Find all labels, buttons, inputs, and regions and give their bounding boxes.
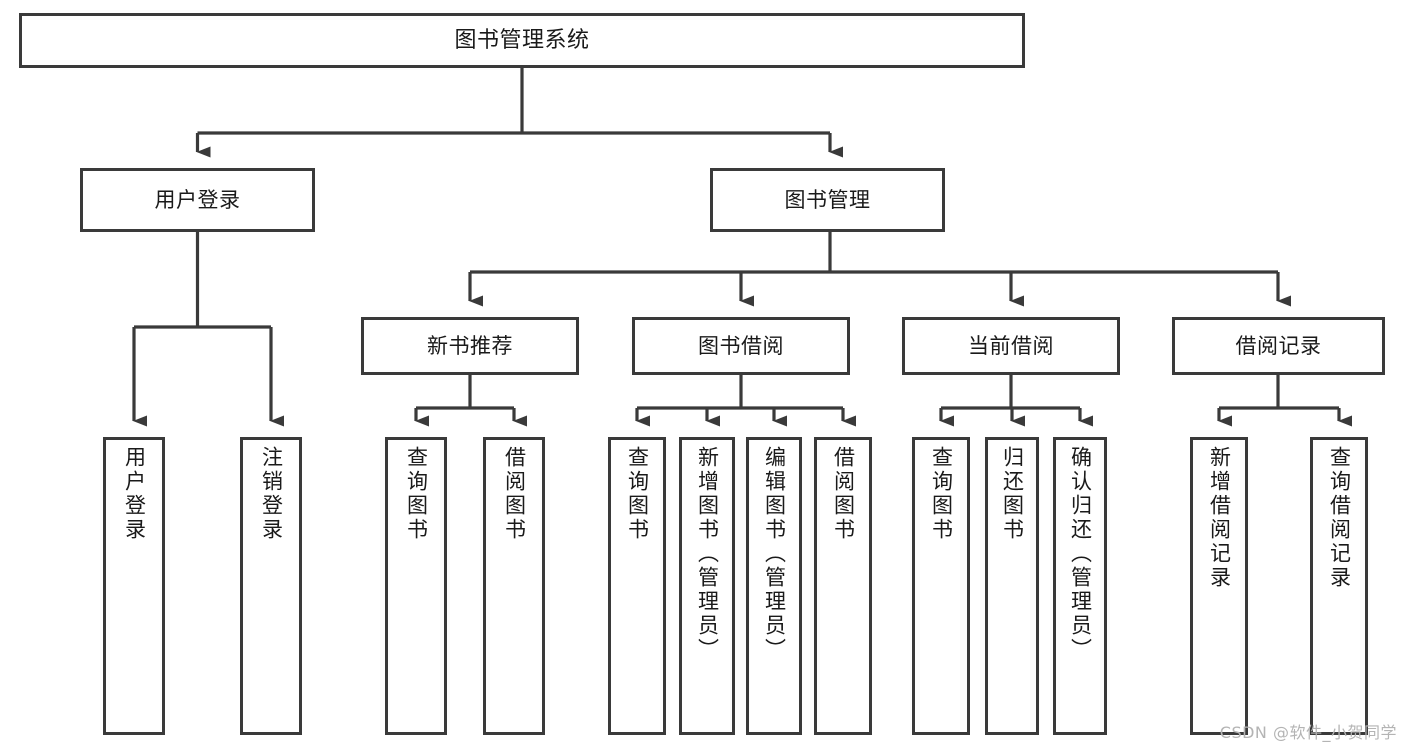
leaf-query-book-current[interactable]: 查询图书 [912, 437, 970, 735]
leaf-confirm-return-admin[interactable]: 确认归还（管理员） [1053, 437, 1107, 735]
node-label: 借阅图书 [831, 446, 856, 542]
leaf-borrow-book-recommend[interactable]: 借阅图书 [483, 437, 545, 735]
leaf-add-book-admin[interactable]: 新增图书（管理员） [679, 437, 735, 735]
leaf-query-borrow-record[interactable]: 查询借阅记录 [1310, 437, 1368, 735]
node-borrow-record[interactable]: 借阅记录 [1172, 317, 1385, 375]
node-label: 图书管理系统 [454, 27, 590, 53]
node-book-borrow[interactable]: 图书借阅 [632, 317, 850, 375]
node-label: 查询图书 [625, 446, 650, 542]
watermark: CSDN @软件_小贺同学 [1219, 723, 1397, 742]
node-label: 查询借阅记录 [1327, 446, 1352, 590]
node-label: 编辑图书（管理员） [762, 446, 787, 662]
node-label: 归还图书 [1000, 446, 1025, 542]
node-label: 图书管理 [784, 187, 871, 212]
leaf-query-book[interactable]: 查询图书 [608, 437, 666, 735]
leaf-query-book-recommend[interactable]: 查询图书 [385, 437, 447, 735]
leaf-add-borrow-record[interactable]: 新增借阅记录 [1190, 437, 1248, 735]
node-user-login[interactable]: 用户登录 [80, 168, 315, 232]
node-book-management[interactable]: 图书管理 [710, 168, 945, 232]
node-label: 借阅记录 [1235, 333, 1322, 358]
node-label: 用户登录 [122, 446, 147, 542]
leaf-return-book[interactable]: 归还图书 [985, 437, 1039, 735]
leaf-borrow-book[interactable]: 借阅图书 [814, 437, 872, 735]
node-current-borrow[interactable]: 当前借阅 [902, 317, 1120, 375]
node-label: 借阅图书 [502, 446, 527, 542]
node-label: 图书借阅 [698, 333, 784, 358]
node-label: 确认归还（管理员） [1068, 446, 1093, 662]
node-label: 当前借阅 [968, 333, 1054, 358]
node-label: 新增借阅记录 [1207, 446, 1232, 590]
leaf-user-login[interactable]: 用户登录 [103, 437, 165, 735]
node-label: 注销登录 [259, 446, 284, 542]
node-label: 新书推荐 [427, 333, 513, 358]
leaf-edit-book-admin[interactable]: 编辑图书（管理员） [746, 437, 802, 735]
node-label: 用户登录 [154, 187, 241, 212]
node-label: 查询图书 [404, 446, 429, 542]
node-label: 查询图书 [929, 446, 954, 542]
node-new-book-recommend[interactable]: 新书推荐 [361, 317, 579, 375]
node-label: 新增图书（管理员） [695, 446, 720, 662]
leaf-logout[interactable]: 注销登录 [240, 437, 302, 735]
node-root-system[interactable]: 图书管理系统 [19, 13, 1025, 68]
